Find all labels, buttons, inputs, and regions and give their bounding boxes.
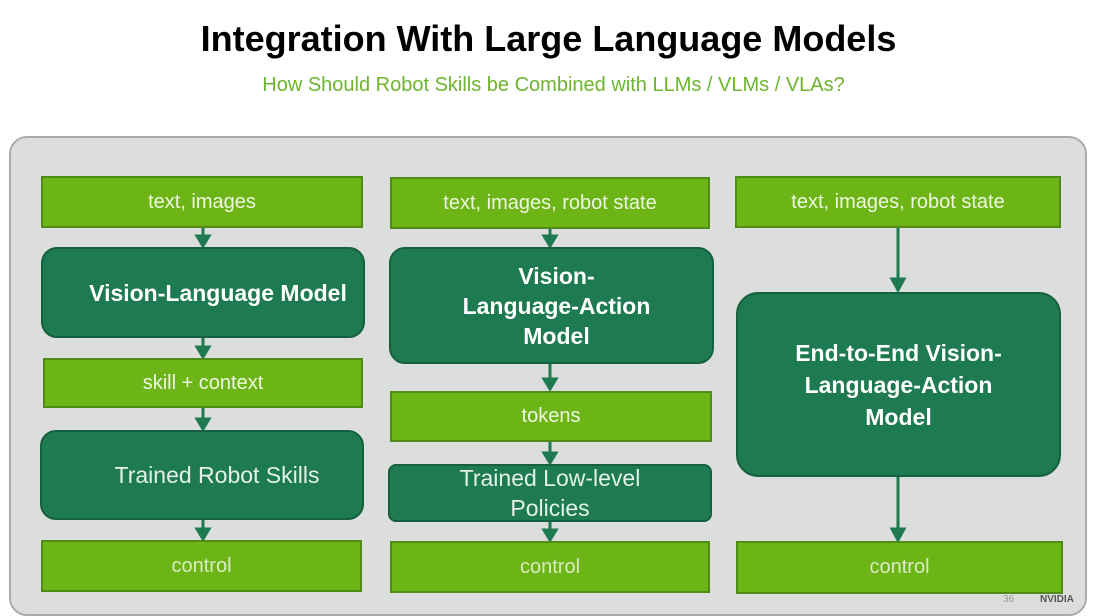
arrow-icon	[541, 377, 559, 392]
col1-middle: skill + context	[43, 358, 363, 408]
slide-subtitle: How Should Robot Skills be Combined with…	[262, 74, 845, 96]
nvidia-logo: NVIDIA	[1040, 594, 1074, 605]
arrow-icon	[889, 527, 907, 544]
col3-model: End-to-End Vision-Language-Action Model	[736, 292, 1061, 477]
col1-output: control	[41, 540, 362, 592]
col1-skills: Trained Robot Skills	[40, 430, 364, 520]
arrow-icon	[541, 528, 559, 543]
col3-output: control	[736, 541, 1063, 594]
col2-middle: tokens	[390, 391, 712, 442]
slide-title: Integration With Large Language Models	[200, 18, 897, 59]
arrow-icon	[194, 345, 212, 360]
col2-input: text, images, robot state	[390, 177, 710, 229]
arrow-icon	[194, 417, 212, 432]
col2-model: Vision-Language-Action Model	[389, 247, 714, 364]
page-number: 36	[1003, 594, 1015, 605]
arrow-icon	[889, 277, 907, 294]
col2-output: control	[390, 541, 710, 593]
arrow-icon	[194, 234, 212, 249]
col1-input: text, images	[41, 176, 363, 228]
col2-skills: Trained Low-level Policies	[388, 464, 712, 522]
arrow-icon	[541, 234, 559, 249]
col3-input: text, images, robot state	[735, 176, 1061, 228]
arrow-icon	[194, 527, 212, 542]
arrow-icon	[541, 451, 559, 466]
col1-model: Vision-Language Model	[41, 247, 365, 338]
